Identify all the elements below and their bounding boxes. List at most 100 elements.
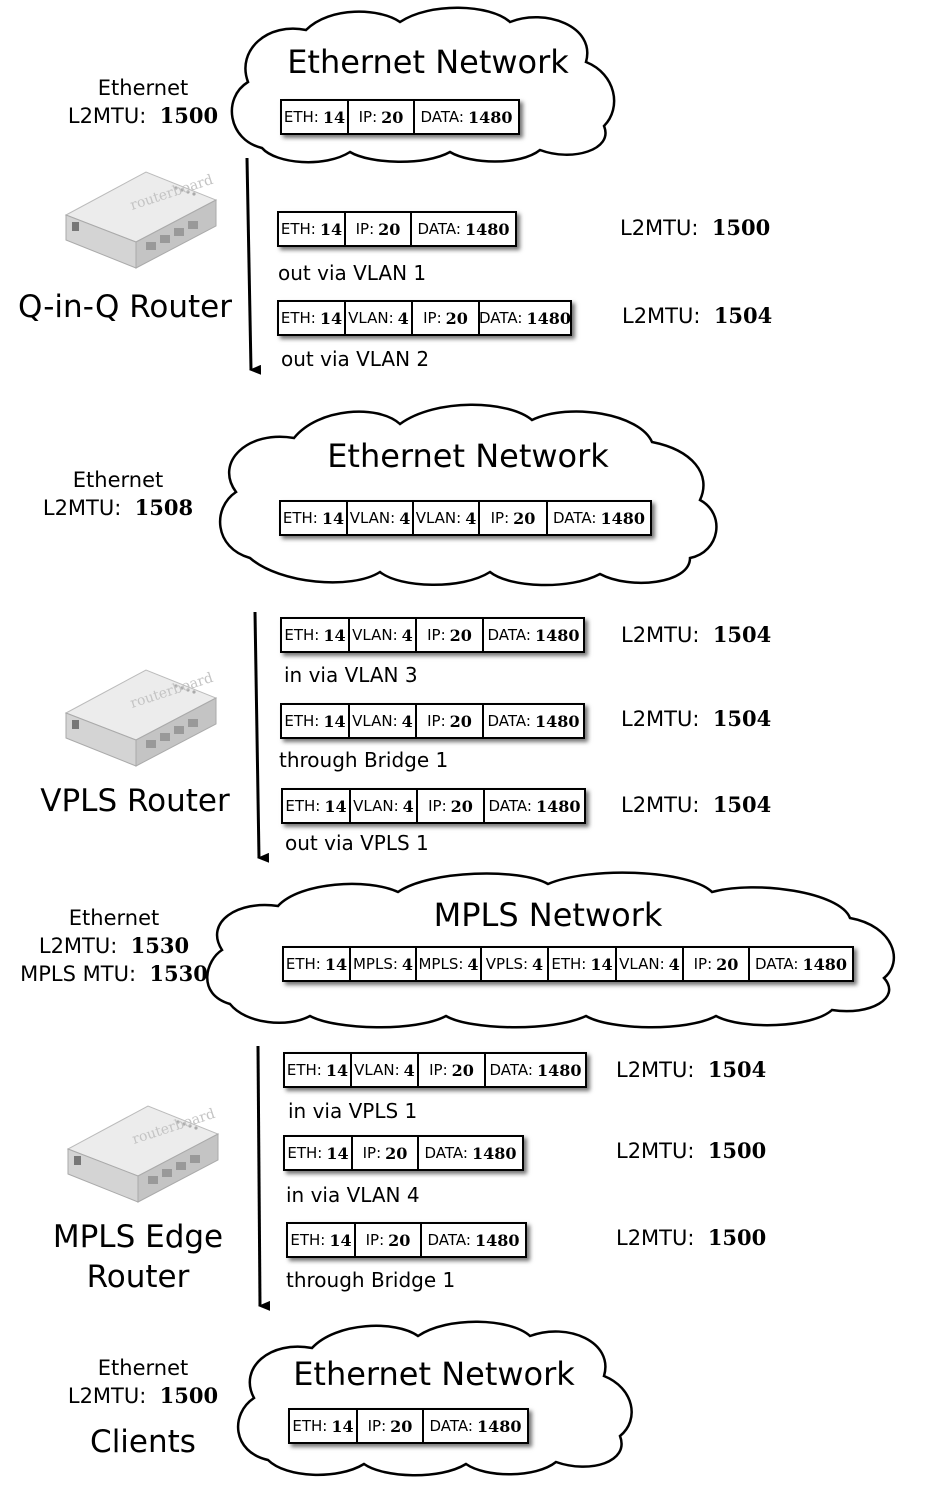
field-value: 1480 <box>534 711 580 731</box>
field-value: 14 <box>331 1416 354 1436</box>
packet-field: VLAN:4 <box>350 619 417 651</box>
field-key: DATA: <box>487 712 531 730</box>
field-value: 14 <box>319 219 343 239</box>
packet-field: IP:20 <box>418 790 485 822</box>
field-key: ETH: <box>285 797 321 815</box>
field-value: 14 <box>326 1143 349 1163</box>
arrow-2 <box>253 611 270 863</box>
packet-field: DATA:1480 <box>419 1137 522 1169</box>
field-key: MPLS: <box>418 955 464 973</box>
field-value: 20 <box>378 219 401 239</box>
packet-field: ETH:14 <box>279 213 346 245</box>
field-key: ETH: <box>286 1061 322 1079</box>
field-value: 20 <box>388 1230 411 1250</box>
field-key: VLAN: <box>619 955 665 973</box>
field-value: 1480 <box>476 1416 522 1436</box>
mtu-label-2: L2MTU: 1504 <box>622 303 773 328</box>
field-value: 4 <box>465 508 477 528</box>
packet-field: ETH:14 <box>285 1137 353 1169</box>
field-value: 14 <box>325 1060 349 1080</box>
step-qinq-1: out via VLAN 1 <box>278 261 427 285</box>
field-value: 1480 <box>535 796 581 816</box>
field-key: DATA: <box>427 1231 471 1249</box>
network-label-3: MPLS Network <box>433 896 663 934</box>
field-key: ETH: <box>285 955 321 973</box>
field-value: 14 <box>323 711 346 731</box>
network-label-2: Ethernet Network <box>327 437 609 475</box>
field-value: 14 <box>324 796 347 816</box>
router-name-vpls: VPLS Router <box>40 783 230 819</box>
packet-field: IP:20 <box>356 1224 422 1256</box>
packet-field: ETH:14 <box>285 1054 352 1086</box>
field-value: 1480 <box>474 1230 520 1250</box>
field-key: IP: <box>362 1144 382 1162</box>
net1-side-label: Ethernet L2MTU: 1500 <box>67 76 219 128</box>
packet-field: MPLS:4 <box>417 948 482 980</box>
field-value: 1480 <box>600 508 645 528</box>
arrow-1 <box>245 157 262 375</box>
packet-field: IP:20 <box>417 619 484 651</box>
packet-field: IP:20 <box>358 1410 424 1442</box>
field-key: IP: <box>429 1061 448 1079</box>
field-key: ETH: <box>280 220 316 238</box>
clients-label: Clients <box>90 1424 196 1460</box>
packet-field: IP:20 <box>419 1054 486 1086</box>
packet-field: DATA:1480 <box>415 101 518 133</box>
packet-field: ETH:14 <box>290 1410 358 1442</box>
packet-field: IP:20 <box>413 302 480 334</box>
packet-field: ETH:14 <box>281 502 348 534</box>
field-key: ETH: <box>292 1417 328 1435</box>
field-value: 20 <box>381 107 404 127</box>
router-name-edge: MPLS Edge Router <box>52 1219 224 1295</box>
field-key: VLAN: <box>349 509 396 527</box>
field-value: 1480 <box>534 625 580 645</box>
field-key: IP: <box>693 955 713 973</box>
network-label-4: Ethernet Network <box>293 1355 575 1393</box>
field-value: 4 <box>532 954 544 974</box>
field-key: VLAN: <box>353 797 399 815</box>
field-value: 14 <box>319 308 343 328</box>
field-value: 20 <box>450 796 473 816</box>
step-vpls-3: out via VPLS 1 <box>285 831 429 855</box>
field-key: VLAN: <box>352 712 398 730</box>
field-value: 1480 <box>467 107 513 127</box>
packet-field: DATA:1480 <box>412 213 515 245</box>
packet-field: DATA:1480 <box>424 1410 527 1442</box>
field-value: 20 <box>451 1060 474 1080</box>
field-key: VLAN: <box>415 509 462 527</box>
field-value: 14 <box>590 954 613 974</box>
field-value: 1480 <box>464 219 510 239</box>
cloud-2 <box>218 403 718 587</box>
step-edge-1: in via VPLS 1 <box>288 1099 418 1123</box>
field-value: 20 <box>449 625 472 645</box>
step-qinq-2: out via VLAN 2 <box>281 347 430 371</box>
field-key: VPLS: <box>485 955 529 973</box>
router-name-qinq: Q-in-Q Router <box>17 289 233 325</box>
field-key: DATA: <box>424 1144 468 1162</box>
field-key: DATA: <box>420 108 464 126</box>
field-key: IP: <box>428 797 447 815</box>
field-key: IP: <box>490 509 510 527</box>
field-value: 4 <box>399 508 411 528</box>
step-edge-3: through Bridge 1 <box>286 1268 456 1292</box>
field-value: 14 <box>324 954 348 974</box>
packet-field: IP:20 <box>349 101 415 133</box>
field-value: 4 <box>401 711 413 731</box>
field-value: 1480 <box>526 308 571 328</box>
field-value: 4 <box>467 954 479 974</box>
mtu-label-6: L2MTU: 1504 <box>616 1057 767 1082</box>
field-key: ETH: <box>280 309 316 327</box>
network-label-1: Ethernet Network <box>287 43 569 81</box>
mtu-label-5: L2MTU: 1504 <box>621 792 772 817</box>
field-value: 1480 <box>536 1060 582 1080</box>
router-icon-3: routerboard <box>66 1105 220 1203</box>
packet-field: DATA:1480 <box>484 619 583 651</box>
packet-field: VLAN:4 <box>351 790 418 822</box>
field-value: 20 <box>390 1416 413 1436</box>
field-value: 4 <box>401 954 414 974</box>
